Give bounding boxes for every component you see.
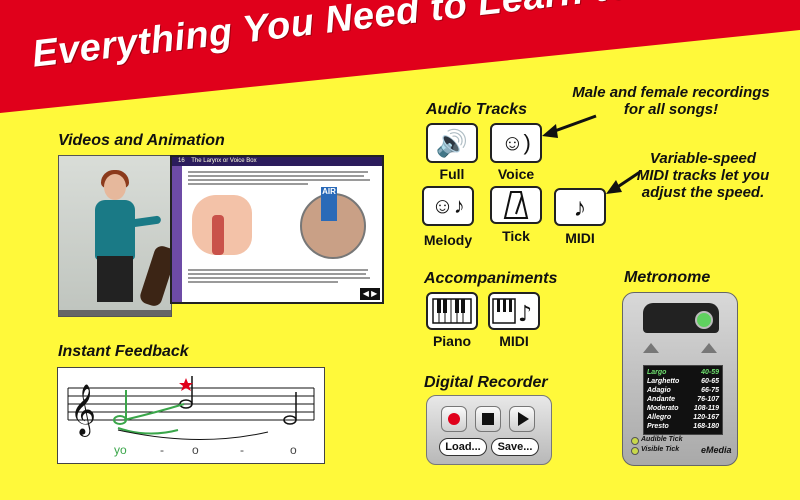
ebook-header: 16 The Larynx or Voice Box bbox=[172, 157, 382, 166]
instructor-head bbox=[104, 174, 126, 200]
ebook-chapter: 16 bbox=[178, 158, 185, 164]
record-button[interactable] bbox=[441, 406, 467, 432]
audio-tracks-section-title: Audio Tracks bbox=[426, 101, 528, 118]
page-nav-arrows-icon[interactable]: ◀ ▶ bbox=[360, 288, 380, 300]
voice-track-button[interactable]: ☺) bbox=[490, 123, 542, 163]
midi-track-button[interactable]: ♪ bbox=[554, 188, 606, 226]
svg-text:♪: ♪ bbox=[518, 302, 532, 325]
brand-logo: eMedia bbox=[701, 445, 732, 455]
midi-track-label: MIDI bbox=[565, 230, 595, 246]
lyric-syllable: - bbox=[240, 443, 244, 457]
ebook-text-line bbox=[188, 171, 368, 173]
piano-accompaniment-button[interactable] bbox=[426, 292, 478, 330]
ebook-text-line bbox=[188, 273, 366, 275]
male-female-callout: Male and female recordings for all songs… bbox=[572, 84, 770, 118]
melody-track-button[interactable]: ☺♪ bbox=[422, 186, 474, 226]
metronome-section-title: Metronome bbox=[624, 269, 711, 286]
play-button[interactable] bbox=[509, 406, 535, 432]
ebook-text-line bbox=[188, 269, 368, 271]
music-staff: 𝄞 yo - o - o bbox=[57, 367, 325, 464]
lyric-syllable: o bbox=[192, 443, 199, 457]
lyric-syllable: o bbox=[290, 443, 297, 457]
melody-track-label: Melody bbox=[423, 232, 473, 248]
visible-tick-label: Visible Tick bbox=[641, 446, 680, 453]
air-label: AIR bbox=[321, 187, 337, 221]
lyric-syllable: yo bbox=[114, 443, 127, 457]
keyboard-icon bbox=[432, 298, 472, 324]
staff-notation: 𝄞 bbox=[67, 376, 315, 441]
trachea-illustration bbox=[212, 215, 224, 255]
note-icon: ♪ bbox=[573, 191, 587, 222]
play-icon bbox=[518, 412, 529, 426]
instructor-skirt bbox=[97, 256, 133, 302]
singing-face-icon: ☺) bbox=[501, 130, 531, 155]
ebook-title: The Larynx or Voice Box bbox=[191, 158, 257, 164]
stop-button[interactable] bbox=[475, 406, 501, 432]
full-track-label: Full bbox=[439, 166, 465, 182]
record-icon bbox=[448, 413, 460, 425]
video-progress-bar[interactable] bbox=[59, 310, 171, 316]
ebook-text-line bbox=[188, 183, 308, 185]
video-player[interactable] bbox=[58, 155, 172, 317]
speaker-icon: 🔊 bbox=[435, 127, 469, 158]
videos-section-title: Videos and Animation bbox=[58, 132, 225, 149]
visible-tick-toggle[interactable] bbox=[631, 447, 639, 455]
guitar-prop bbox=[138, 244, 171, 308]
metronome-icon bbox=[503, 191, 529, 219]
midi-accompaniment-button[interactable]: ♪ bbox=[488, 292, 540, 330]
piano-accompaniment-label: Piano bbox=[432, 333, 472, 349]
svg-text:𝄞: 𝄞 bbox=[70, 384, 96, 437]
instructor-body bbox=[95, 200, 135, 260]
tick-track-button[interactable] bbox=[490, 186, 542, 224]
headline-text: Everything You Need to Learn to Sing! bbox=[30, 0, 742, 76]
metronome-light-icon[interactable] bbox=[695, 311, 713, 329]
voice-track-label: Voice bbox=[497, 166, 535, 182]
keyboard-note-icon: ♪ bbox=[492, 298, 532, 325]
full-track-button[interactable]: 🔊 bbox=[426, 123, 478, 163]
vocal-cords-illustration bbox=[300, 193, 366, 259]
ebook-page: 16 The Larynx or Voice Box AIR ◀ ▶ bbox=[170, 155, 384, 304]
feedback-section-title: Instant Feedback bbox=[58, 343, 189, 360]
feedback-star-icon bbox=[179, 378, 193, 391]
tick-track-label: Tick bbox=[502, 228, 530, 244]
tempo-up-icon[interactable] bbox=[701, 343, 717, 353]
ebook-text-line bbox=[188, 277, 370, 279]
metronome-display bbox=[643, 303, 719, 333]
ebook-text-line bbox=[188, 281, 338, 283]
recorder-section-title: Digital Recorder bbox=[424, 374, 548, 391]
stop-icon bbox=[482, 413, 494, 425]
load-button[interactable]: Load... bbox=[439, 438, 487, 456]
ebook-side-bar bbox=[172, 166, 182, 302]
audible-tick-toggle[interactable] bbox=[631, 437, 639, 445]
midi-accompaniment-label: MIDI bbox=[499, 333, 529, 349]
face-note-icon: ☺♪ bbox=[431, 193, 465, 218]
tempo-down-icon[interactable] bbox=[643, 343, 659, 353]
save-button[interactable]: Save... bbox=[491, 438, 539, 456]
ebook-text-line bbox=[188, 175, 364, 177]
digital-recorder: Load... Save... bbox=[426, 395, 552, 465]
ebook-text-line bbox=[188, 179, 370, 181]
lyric-syllable: - bbox=[160, 443, 164, 457]
accompaniments-section-title: Accompaniments bbox=[424, 270, 558, 287]
variable-speed-callout: Variable-speed MIDI tracks let you adjus… bbox=[636, 150, 770, 201]
audible-tick-label: Audible Tick bbox=[641, 436, 683, 443]
